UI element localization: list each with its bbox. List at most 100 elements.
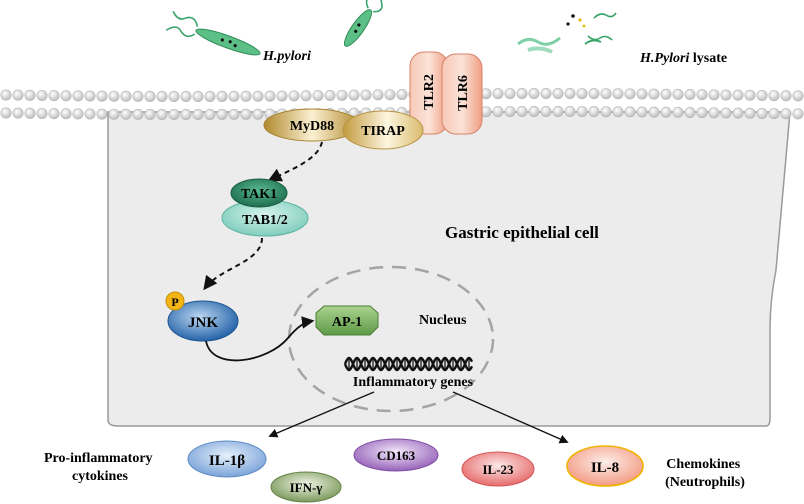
lipid-head bbox=[516, 88, 528, 100]
lipid-head bbox=[228, 90, 240, 102]
il8-label: IL-8 bbox=[591, 460, 619, 476]
lipid-head bbox=[696, 89, 708, 101]
chemokines-line2: (Neutrophils) bbox=[665, 475, 745, 490]
h-pylori-lysate-fragments bbox=[517, 12, 617, 54]
lipid-head bbox=[72, 108, 84, 120]
tlr6-receptor: TLR6 bbox=[441, 53, 483, 135]
lysate-label: H.Pylori lysate bbox=[639, 51, 727, 66]
ap1-node: AP-1 bbox=[315, 305, 379, 336]
lipid-head bbox=[744, 107, 756, 119]
lipid-head bbox=[396, 89, 408, 101]
lipid-head bbox=[600, 88, 612, 100]
tlr6-label: TLR6 bbox=[456, 75, 471, 111]
lipid-head bbox=[96, 108, 108, 120]
lipid-head bbox=[756, 89, 768, 101]
lipid-head bbox=[252, 90, 264, 102]
lipid-head bbox=[204, 90, 216, 102]
lipid-head bbox=[612, 88, 624, 100]
tlr2-label: TLR2 bbox=[422, 74, 437, 110]
lipid-head bbox=[732, 107, 744, 119]
lipid-head bbox=[696, 107, 708, 119]
lipid-head bbox=[552, 106, 564, 118]
il1b-node: IL-1β bbox=[187, 440, 267, 478]
lipid-head bbox=[228, 108, 240, 120]
lipid-head bbox=[504, 106, 516, 118]
jnk-to-ap1-arrow bbox=[205, 316, 315, 362]
il23-node: IL-23 bbox=[461, 451, 535, 487]
lipid-head bbox=[588, 88, 600, 100]
lipid-head bbox=[216, 108, 228, 120]
lipid-head bbox=[360, 89, 372, 101]
lipid-head bbox=[156, 108, 168, 120]
lipid-head bbox=[60, 108, 72, 120]
lipid-head bbox=[276, 90, 288, 102]
lipid-head bbox=[48, 90, 60, 102]
lipid-head bbox=[372, 89, 384, 101]
myd88-label: MyD88 bbox=[290, 119, 334, 134]
inflammatory-genes-label: Inflammatory genes bbox=[353, 375, 474, 390]
lipid-head bbox=[504, 88, 516, 100]
lipid-head bbox=[576, 88, 588, 100]
tab12-to-jnk-arrow bbox=[203, 237, 263, 291]
lipid-head bbox=[12, 107, 24, 119]
lipid-head bbox=[24, 107, 36, 119]
tirap-node: TIRAP bbox=[342, 110, 424, 150]
lipid-head bbox=[576, 106, 588, 118]
genes-to-chemokines-arrow bbox=[452, 391, 569, 444]
lipid-head bbox=[660, 88, 672, 100]
lipid-head bbox=[168, 90, 180, 102]
lipid-head bbox=[672, 88, 684, 100]
lipid-head bbox=[516, 106, 528, 118]
lipid-head bbox=[144, 90, 156, 102]
dna-helix-icon bbox=[343, 356, 474, 372]
il1b-label: IL-1β bbox=[209, 453, 245, 469]
lipid-head bbox=[648, 88, 660, 100]
h-pylori-bacterium-2 bbox=[343, 0, 391, 47]
cell-membrane bbox=[0, 88, 804, 120]
pro-inflammatory-line2: cytokines bbox=[72, 469, 129, 484]
lipid-head bbox=[240, 90, 252, 102]
myd88-to-tak1-arrow bbox=[267, 141, 323, 182]
lipid-head bbox=[264, 90, 276, 102]
chemokines-label: Chemokines (Neutrophils) bbox=[665, 457, 745, 490]
lipid-head bbox=[252, 108, 264, 120]
lipid-head bbox=[756, 107, 768, 119]
lipid-head bbox=[552, 88, 564, 100]
lipid-head bbox=[768, 108, 780, 120]
lipid-head bbox=[720, 107, 732, 119]
lipid-head bbox=[744, 89, 756, 101]
lipid-head bbox=[660, 106, 672, 118]
lipid-head bbox=[708, 107, 720, 119]
ap1-label: AP-1 bbox=[332, 315, 362, 330]
lipid-head bbox=[120, 108, 132, 120]
lipid-head bbox=[180, 90, 192, 102]
phospho-badge: P bbox=[165, 291, 185, 311]
lipid-head bbox=[144, 108, 156, 120]
dna-strand bbox=[343, 356, 474, 372]
lipid-head bbox=[132, 90, 144, 102]
myd88-node: MyD88 bbox=[263, 108, 361, 142]
jnk-label: JNK bbox=[188, 315, 218, 331]
lipid-head bbox=[0, 89, 12, 101]
pro-inflammatory-label: Pro-inflammatory cytokines bbox=[44, 451, 156, 484]
tak1-node: TAK1 bbox=[230, 178, 288, 208]
lipid-head bbox=[108, 90, 120, 102]
il23-label: IL-23 bbox=[482, 462, 514, 477]
lipid-head bbox=[0, 107, 12, 119]
lipid-head bbox=[564, 88, 576, 100]
lipid-head bbox=[780, 108, 792, 120]
h-pylori-bacterium-1 bbox=[165, 11, 261, 56]
tab12-node: TAB1/2 bbox=[221, 199, 309, 237]
lipid-head bbox=[528, 106, 540, 118]
lipid-head bbox=[12, 89, 24, 101]
lipid-head bbox=[132, 108, 144, 120]
lipid-head bbox=[120, 90, 132, 102]
lipid-head bbox=[24, 89, 36, 101]
jnk-node: JNK bbox=[167, 300, 239, 342]
lipid-head bbox=[156, 90, 168, 102]
chemokines-line1: Chemokines bbox=[666, 457, 740, 472]
lipid-head bbox=[720, 89, 732, 101]
lipid-head bbox=[168, 108, 180, 120]
lipid-head bbox=[96, 90, 108, 102]
lipid-head bbox=[492, 106, 504, 118]
